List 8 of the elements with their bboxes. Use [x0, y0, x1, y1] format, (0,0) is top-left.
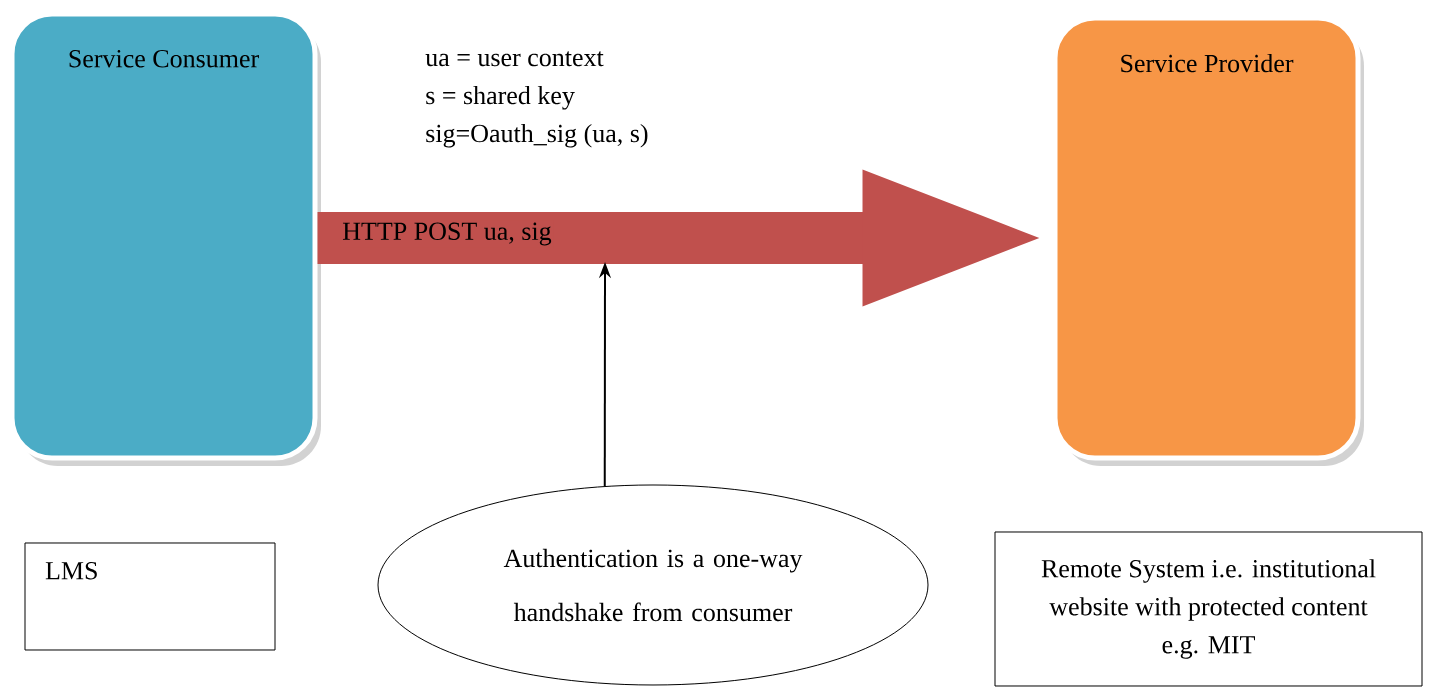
text-box: LMS [24, 542, 276, 651]
note-text: ua = user context [425, 51, 604, 67]
note-text: sig=Oauth_sig (ua, s) [426, 123, 648, 148]
edge-label: HTTP POST ua, sig [340, 220, 554, 248]
consumer-panel: Service Consumer [9, 11, 318, 461]
provider-panel: Service Provider [1052, 15, 1361, 461]
note-text: s = shared key [426, 85, 575, 110]
text-box: Remote System i.e. institutional website with protected content e.g. MIT [994, 531, 1423, 687]
